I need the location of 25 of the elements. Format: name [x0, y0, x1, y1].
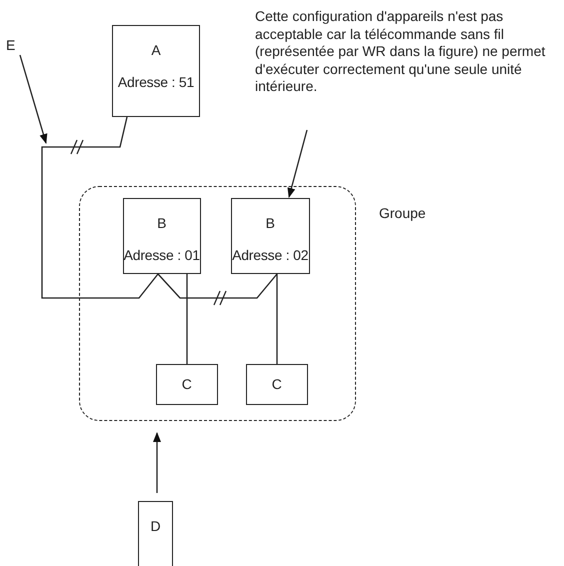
- arrow: [153, 432, 161, 493]
- unit-letter: B: [266, 214, 275, 231]
- unit-letter: C: [182, 376, 192, 392]
- wire: [158, 274, 278, 306]
- unit-box: [112, 25, 200, 117]
- wire: [276, 274, 278, 364]
- wire: [186, 274, 188, 364]
- leader-line: [19, 54, 48, 144]
- unit-box: [156, 364, 218, 405]
- unit-letter: B: [157, 214, 166, 231]
- unit-box: [230, 198, 310, 274]
- unit-letter: C: [272, 376, 282, 392]
- unit-letter: A: [151, 42, 161, 58]
- address-label: Adresse : 51: [118, 74, 194, 90]
- unit-box: [122, 198, 201, 274]
- address-label: Adresse : 01: [124, 246, 200, 263]
- unit-letter: D: [150, 518, 160, 534]
- note-text: Cette configuration d'appareils n'est pas acceptable car la télécommande sans fil (représentée par WR dans la figure) ne permet d'exécuter correctement qu'une seule unité intérieure.: [255, 8, 561, 103]
- group-label: Groupe: [379, 205, 426, 221]
- address-label: Adresse : 02: [232, 246, 308, 263]
- unit-box: [246, 364, 308, 405]
- wire: [41, 116, 158, 299]
- arrow: [287, 130, 308, 198]
- callout-letter: E: [6, 37, 20, 55]
- unit-box: [138, 501, 173, 566]
